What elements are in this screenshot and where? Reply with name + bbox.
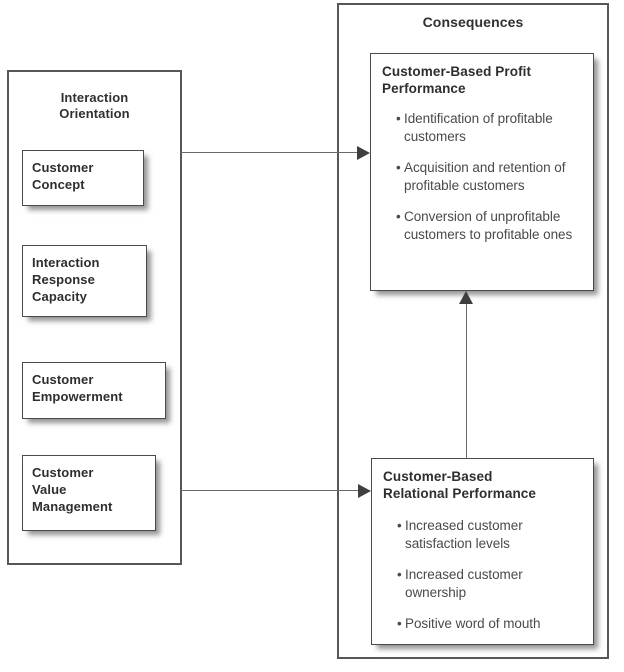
bullet-marker: • [397,616,402,631]
arrowhead-to-relational-performance [358,484,371,498]
bullet-marker: • [396,160,401,175]
list-item-text: Identification of profitable customers [404,111,553,144]
customer-empowerment-box[interactable]: Customer Empowerment [22,362,166,419]
list-item: • Increased customer ownership [397,566,585,602]
bullet-marker: • [396,209,401,224]
list-item: • Acquisition and retention of profitabl… [396,159,585,195]
list-item: • Positive word of mouth [397,615,585,633]
relational-performance-heading: Customer-Based Relational Performance [383,469,537,501]
interaction-response-capacity-label: Interaction Response Capacity [32,255,100,304]
list-item: • Identification of profitable customers [396,110,585,146]
bullet-marker: • [396,111,401,126]
connector-orientation-to-relational [181,490,359,491]
customer-based-relational-performance-box[interactable]: Customer-Based Relational Performance • … [371,458,594,645]
customer-concept-box[interactable]: Customer Concept [22,150,144,206]
consequences-title: Consequences [422,14,524,30]
list-item-text: Positive word of mouth [405,616,541,631]
list-item-text: Acquisition and retention of profitable … [404,160,566,193]
list-item-text: Increased customer ownership [405,567,523,600]
relational-performance-bullet-list: • Increased customer satisfaction levels… [397,517,585,633]
list-item: • Increased customer satisfaction levels [397,517,585,553]
arrowhead-to-profit-performance-vertical [459,291,473,304]
connector-relational-to-profit [466,303,467,458]
customer-value-management-box[interactable]: Customer Value Management [22,455,156,531]
customer-concept-label: Customer Concept [32,160,94,192]
list-item: • Conversion of unprofitable customers t… [396,208,585,244]
customer-empowerment-label: Customer Empowerment [32,372,123,404]
interaction-response-capacity-box[interactable]: Interaction Response Capacity [22,245,147,317]
arrowhead-to-profit-performance [357,146,370,160]
list-item-text: Increased customer satisfaction levels [405,518,523,551]
profit-performance-bullet-list: • Identification of profitable customers… [396,110,585,244]
customer-based-profit-performance-box[interactable]: Customer-Based Profit Performance • Iden… [370,53,594,291]
interaction-orientation-title: Interaction Orientation [59,90,130,121]
connector-orientation-to-profit [181,152,358,153]
profit-performance-heading: Customer-Based Profit Performance [382,64,532,96]
bullet-marker: • [397,567,402,582]
list-item-text: Conversion of unprofitable customers to … [404,209,573,242]
customer-value-management-label: Customer Value Management [32,465,113,514]
bullet-marker: • [397,518,402,533]
